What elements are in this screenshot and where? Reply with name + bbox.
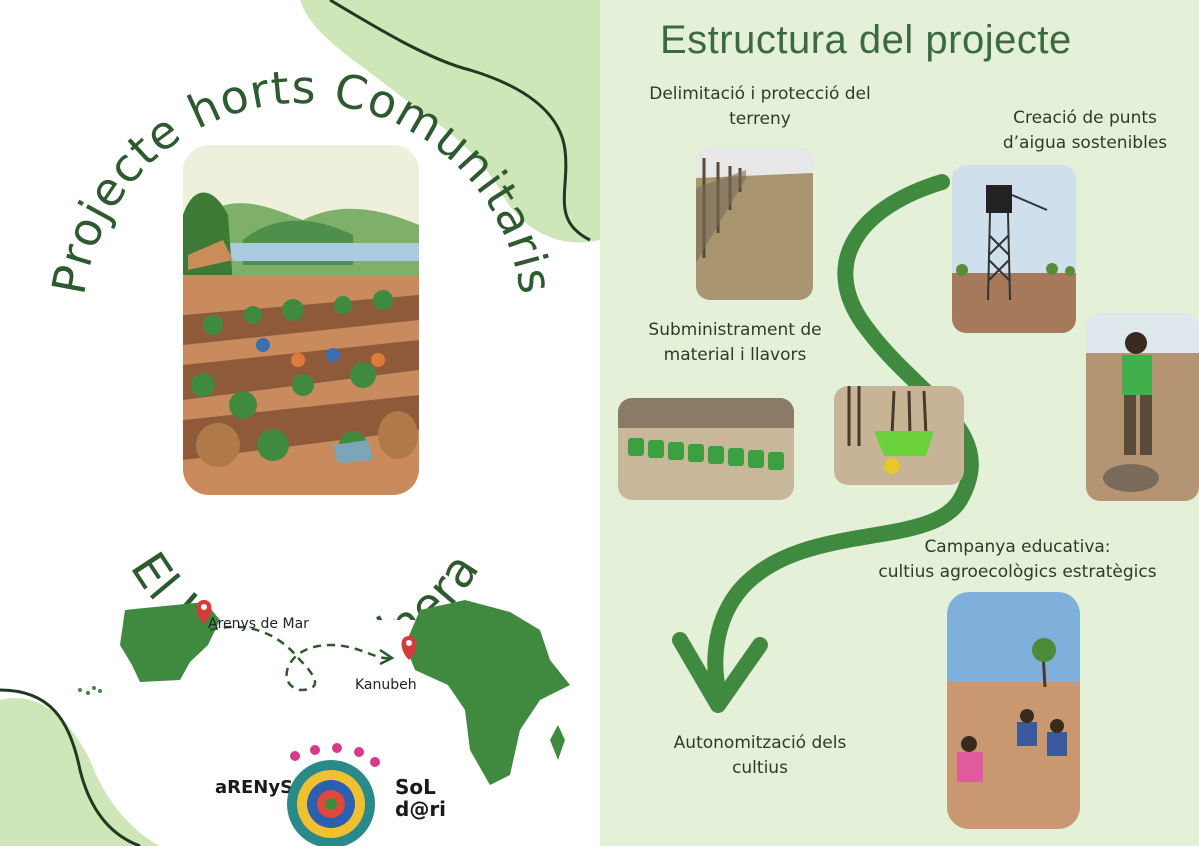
location-pin-icon [401, 636, 417, 660]
poster-right-panel: Estructura del projecte Delimitació i pr… [600, 0, 1199, 846]
step-2-photo [952, 165, 1076, 333]
step-3-wheelbarrow-photo [834, 386, 964, 485]
poster-left-panel: Projecte horts Comunitaris El Jardí de S… [0, 0, 600, 846]
step-2-label: Creació de punts d’aigua sostenibles [1002, 108, 1168, 153]
arenys-logo: aRENyS [215, 777, 294, 798]
destination-label: Kanubeh [355, 677, 417, 693]
decorative-background-shapes [0, 0, 600, 846]
step-5-label: Autonomització dels cultius [673, 733, 847, 778]
step-3-watering-cans-photo [618, 398, 794, 500]
location-pin-icon [196, 600, 212, 624]
step-3-label: Subministrament de material i llavors [648, 320, 822, 365]
africa-shape [405, 600, 570, 785]
step-2-worker-photo [1086, 313, 1199, 501]
mandala-logo [287, 743, 380, 846]
route-map [78, 600, 570, 785]
process-flow-arrow [672, 174, 979, 713]
soldari-logo: SoL d@ri [395, 775, 447, 821]
step-1-label: Delimitació i protecció del terreny [649, 84, 871, 129]
origin-label: Arenys de Mar [208, 616, 309, 632]
step-4-label: Campanya educativa: cultius agroecològic… [878, 537, 1157, 582]
iberian-peninsula-shape [120, 602, 220, 682]
garden-illustration [183, 145, 419, 495]
step-1-photo [696, 148, 813, 300]
section-title: Estructura del projecte [660, 18, 1072, 62]
step-4-photo [947, 592, 1080, 829]
